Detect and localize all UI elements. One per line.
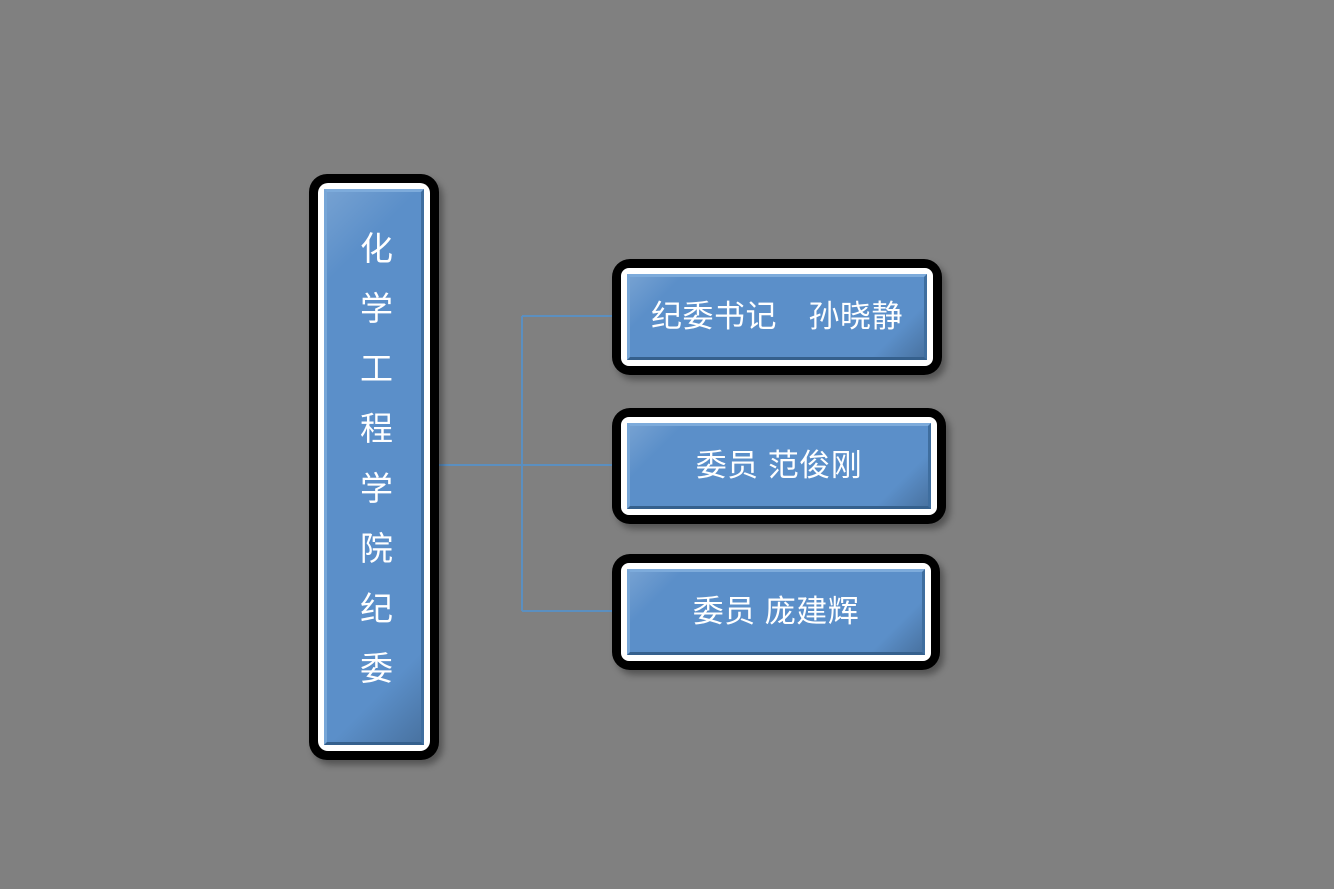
org-node-member-2-label: 委员 庞建辉 xyxy=(692,593,860,629)
node-inner-ring: 化学工程学院纪委 xyxy=(318,183,430,751)
org-node-secretary[interactable]: 纪委书记 孙晓静 xyxy=(612,259,942,375)
node-inner-ring: 委员 庞建辉 xyxy=(621,563,931,661)
node-face: 化学工程学院纪委 xyxy=(324,189,424,745)
org-node-member-1-label: 委员 范俊刚 xyxy=(695,447,863,483)
org-node-root-label: 化学工程学院纪委 xyxy=(355,231,393,711)
org-node-secretary-label: 纪委书记 孙晓静 xyxy=(651,298,903,334)
org-node-root[interactable]: 化学工程学院纪委 xyxy=(309,174,439,760)
node-face: 纪委书记 孙晓静 xyxy=(627,274,927,360)
org-node-member-2[interactable]: 委员 庞建辉 xyxy=(612,554,940,670)
node-face: 委员 范俊刚 xyxy=(627,423,931,509)
org-node-member-1[interactable]: 委员 范俊刚 xyxy=(612,408,946,524)
node-inner-ring: 纪委书记 孙晓静 xyxy=(621,268,933,366)
node-inner-ring: 委员 范俊刚 xyxy=(621,417,937,515)
node-face: 委员 庞建辉 xyxy=(627,569,925,655)
